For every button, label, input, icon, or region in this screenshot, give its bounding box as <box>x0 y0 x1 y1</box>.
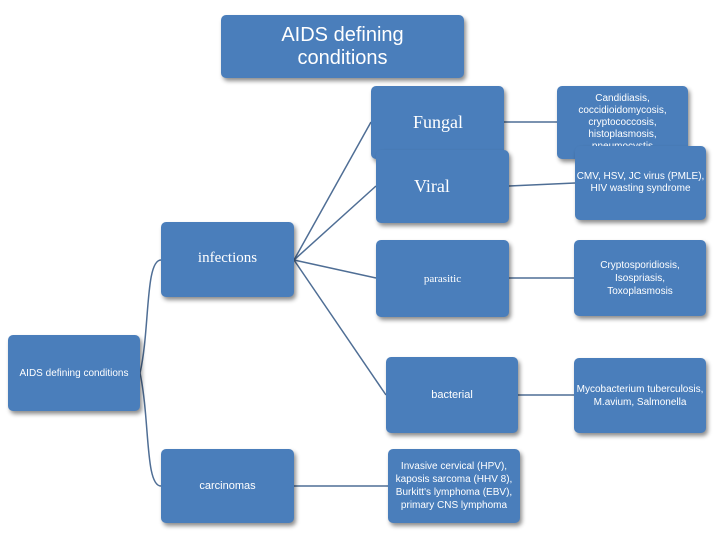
carcinomas-detail-line: kaposis sarcoma (HHV 8), <box>395 474 513 485</box>
viral-detail-line: HIV wasting syndrome <box>590 183 691 194</box>
connector-infections-fungal <box>293 121 372 261</box>
connector-infections-viral <box>293 185 377 261</box>
fungal-detail-line: Candidiasis, <box>595 92 650 104</box>
diagram-title-text: AIDS defining conditions <box>281 23 404 69</box>
carcinomas-detail-line: Burkitt's lymphoma (EBV), <box>395 487 513 498</box>
parasitic-detail-line: Cryptosporidiosis, Isospriasis, <box>600 259 680 284</box>
viral-detail-node: CMV, HSV, JC virus (PMLE), HIV wasting s… <box>575 146 706 220</box>
root-node-label: AIDS defining conditions <box>19 367 129 379</box>
connector-infections-bacterial <box>293 259 387 396</box>
parasitic-detail-node: Cryptosporidiosis, Isospriasis, Toxoplas… <box>574 240 706 316</box>
viral-node-label: Viral <box>414 176 450 196</box>
carcinomas-detail-line: primary CNS lymphoma <box>400 500 508 511</box>
parasitic-detail-line: Toxoplasmosis <box>607 285 673 297</box>
viral-detail-line: CMV, HSV, JC virus (PMLE), <box>576 171 705 182</box>
parasitic-node-label: parasitic <box>423 272 462 285</box>
connector-infections-parasitic <box>293 259 377 279</box>
diagram-title: AIDS defining conditions <box>221 15 464 78</box>
connector-root-carcinomas <box>139 372 162 487</box>
infections-node-label: infections <box>197 250 258 266</box>
carcinomas-detail-line: Invasive cervical (HPV), <box>400 461 508 472</box>
fungal-node: Fungal <box>371 86 504 159</box>
carcinomas-node: carcinomas <box>161 449 294 523</box>
root-node: AIDS defining conditions <box>8 335 140 411</box>
bacterial-node: bacterial <box>386 357 518 433</box>
carcinomas-detail-node: Invasive cervical (HPV), kaposis sarcoma… <box>388 449 520 523</box>
bacterial-detail-node: Mycobacterium tuberculosis, M.avium, Sal… <box>574 358 706 433</box>
fungal-node-label: Fungal <box>413 112 464 132</box>
carcinomas-node-label: carcinomas <box>199 480 256 492</box>
parasitic-node: parasitic <box>376 240 509 317</box>
fungal-detail-line: coccidioidomycosis, <box>578 104 667 116</box>
connector-viral-detail <box>508 182 576 187</box>
infections-node: infections <box>161 222 294 297</box>
viral-node: Viral <box>376 150 509 223</box>
bacterial-detail-line: Mycobacterium tuberculosis, <box>576 383 704 395</box>
bacterial-node-label: bacterial <box>431 389 473 401</box>
bacterial-detail-line: M.avium, Salmonella <box>593 396 687 408</box>
fungal-detail-line: cryptococcosis, <box>588 116 657 128</box>
connector-root-infections <box>139 259 162 374</box>
